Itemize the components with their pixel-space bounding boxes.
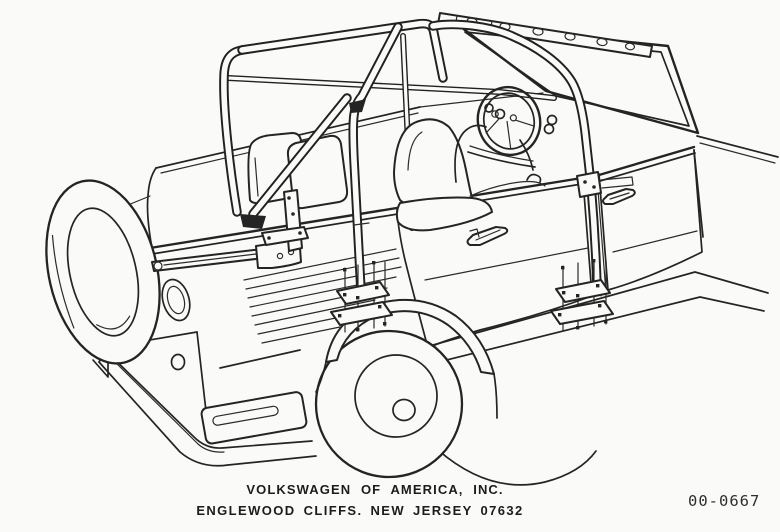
mounting-hardware — [151, 171, 634, 333]
front-mounting-plates — [550, 259, 614, 331]
rear-mounting-plates — [330, 261, 393, 333]
company-address-text: ENGLEWOOD CLIFFS. NEW JERSEY 07632 — [196, 503, 524, 518]
hoop-corner-weld — [349, 99, 366, 113]
brace-foot-weld — [240, 214, 266, 229]
rear-door-handle — [466, 226, 509, 246]
pillar-clamp-bracket — [576, 171, 634, 198]
company-name-text: VOLKSWAGEN OF AMERICA, INC. — [246, 482, 504, 497]
windshield-frame — [437, 12, 700, 135]
front-door-handle — [602, 188, 636, 205]
dashboard — [467, 103, 558, 168]
front-seats — [393, 118, 546, 232]
rear-bumper — [98, 350, 317, 467]
step-plate — [200, 391, 308, 445]
vehicle-body — [92, 135, 779, 486]
spare-tire — [45, 179, 161, 365]
roll-cage — [224, 24, 597, 291]
taillight — [161, 278, 191, 322]
rear-wheel — [314, 329, 464, 479]
rear-support-bar — [151, 240, 302, 272]
deck-bracket — [261, 189, 309, 252]
document-number: 00-0667 — [688, 492, 761, 510]
front-door — [598, 149, 703, 291]
steering-wheel — [476, 85, 542, 157]
fuel-cap — [170, 353, 186, 371]
